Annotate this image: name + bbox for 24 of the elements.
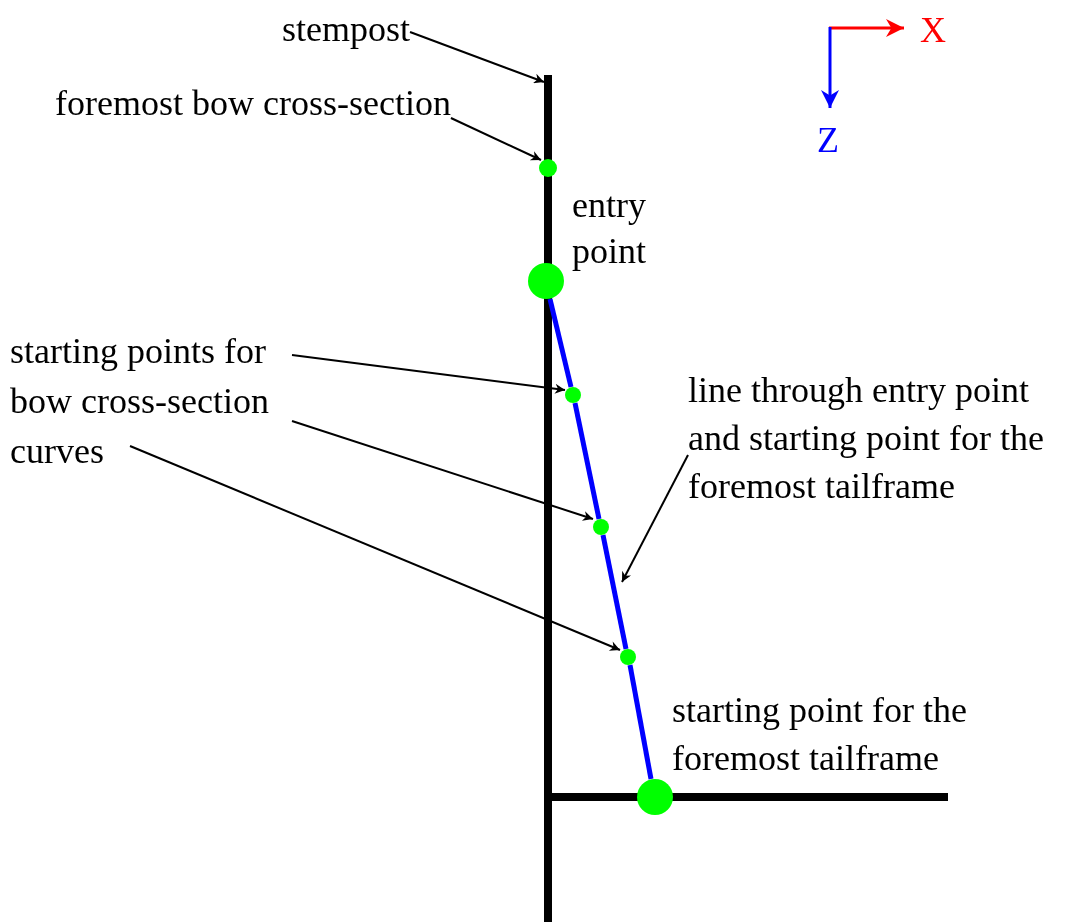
point-marker — [565, 387, 581, 403]
callout-text: foremost bow cross-section — [55, 80, 451, 126]
callout-text: line through entry point and starting point for the foremost tailframe — [688, 366, 1075, 510]
leader-line — [409, 31, 545, 84]
callout-text: stempost — [282, 6, 410, 52]
axis-label: Z — [817, 122, 839, 158]
point-label: starting point for the foremost tailframe — [672, 689, 968, 780]
point-marker — [593, 519, 609, 535]
centre-line — [572, 402, 602, 520]
leader-line — [291, 354, 566, 394]
point-marker — [637, 779, 673, 815]
point-marker — [528, 263, 564, 299]
leader-line — [449, 117, 542, 161]
centre-line — [627, 664, 654, 780]
centre-line — [600, 534, 629, 650]
leader-line — [621, 454, 689, 583]
leader-line — [291, 420, 594, 521]
point-label: entry point — [572, 184, 647, 273]
point-marker — [620, 649, 636, 665]
axis-label: X — [920, 12, 946, 48]
leader-line — [129, 445, 621, 651]
point-marker — [539, 159, 557, 177]
centre-line — [547, 298, 574, 388]
callout-text: starting points for bow cross-section curves — [10, 326, 302, 476]
